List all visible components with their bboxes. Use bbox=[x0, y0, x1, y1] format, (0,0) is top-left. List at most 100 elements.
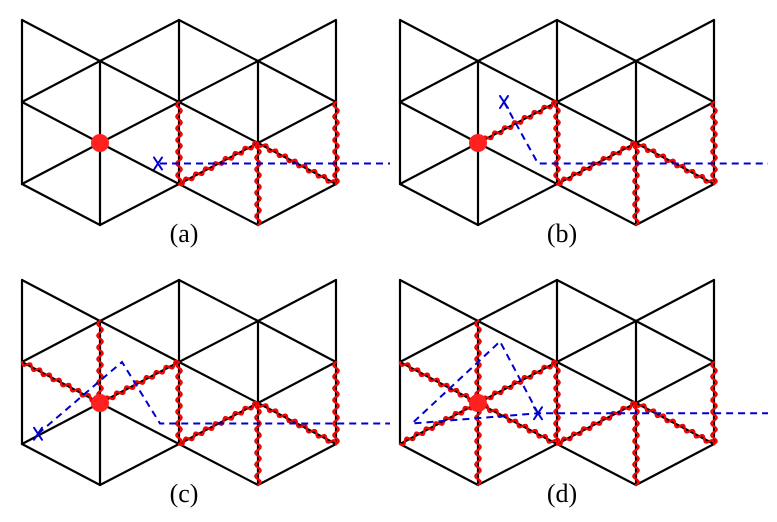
panel-a: (a) bbox=[20, 18, 390, 248]
lattice-edge bbox=[398, 100, 480, 145]
lattice-edge bbox=[256, 442, 338, 487]
lattice-edge bbox=[177, 360, 260, 405]
lattice-edge bbox=[634, 100, 716, 145]
wavy-string bbox=[553, 360, 561, 446]
wavy-strings-d bbox=[398, 319, 718, 487]
lattice-edge bbox=[20, 278, 102, 323]
lattice-edge bbox=[20, 141, 102, 186]
wavy-string bbox=[398, 360, 480, 405]
lattice-edge bbox=[98, 141, 181, 186]
markers-b bbox=[469, 95, 509, 152]
lattice-edge bbox=[634, 18, 716, 63]
wavy-string bbox=[476, 99, 559, 146]
lattice-edge bbox=[256, 59, 338, 104]
lattice-edge bbox=[634, 360, 716, 405]
wavy-string bbox=[398, 400, 480, 447]
lattice-edge bbox=[634, 319, 716, 364]
lattice-edge bbox=[256, 360, 338, 405]
wavy-string bbox=[632, 401, 640, 487]
lattice-edge bbox=[634, 59, 716, 104]
lattice-edge bbox=[555, 59, 638, 104]
lattice-edge bbox=[256, 319, 338, 364]
triangular-lattice-d bbox=[398, 278, 716, 487]
lattice-edge bbox=[177, 442, 260, 487]
triangular-lattice-c bbox=[20, 278, 338, 487]
wavy-string bbox=[332, 360, 340, 446]
lattice-edge bbox=[634, 182, 716, 227]
wavy-string bbox=[175, 360, 183, 446]
lattice-edge bbox=[555, 18, 638, 63]
lattice-edge bbox=[555, 360, 638, 405]
panel-b: (b) bbox=[398, 18, 768, 248]
panel-label-d: (d) bbox=[547, 479, 577, 508]
panel-label-c: (c) bbox=[170, 479, 199, 508]
markers-a bbox=[91, 134, 163, 171]
lattice-edge bbox=[476, 442, 559, 487]
lattice-edge bbox=[476, 18, 559, 63]
lattice-edge bbox=[555, 442, 638, 487]
lattice-edge bbox=[256, 100, 338, 145]
lattice-edge bbox=[177, 100, 260, 145]
lattice-edge bbox=[398, 141, 480, 186]
wavy-string bbox=[476, 359, 559, 406]
wavy-string bbox=[96, 319, 104, 405]
lattice-edge bbox=[98, 59, 181, 104]
wavy-string bbox=[20, 360, 102, 405]
lattice-edge bbox=[98, 100, 181, 145]
lattice-edge bbox=[476, 141, 559, 186]
panel-d: (d) bbox=[398, 278, 768, 508]
lattice-edge bbox=[177, 278, 260, 323]
markers-d bbox=[469, 394, 543, 421]
lattice-edge bbox=[177, 59, 260, 104]
defect-dot bbox=[91, 394, 109, 412]
wavy-string bbox=[476, 401, 559, 446]
wavy-string bbox=[256, 401, 338, 446]
x-marker bbox=[33, 426, 43, 441]
lattice-edge bbox=[555, 100, 638, 145]
wavy-string bbox=[175, 100, 183, 186]
wavy-string bbox=[710, 360, 718, 446]
wavy-string bbox=[553, 100, 561, 186]
lattice-edge bbox=[476, 182, 559, 227]
wavy-string bbox=[555, 400, 638, 447]
x-marker bbox=[499, 95, 509, 109]
lattice-edge bbox=[98, 401, 181, 446]
lattice-edge bbox=[555, 182, 638, 227]
lattice-edge bbox=[256, 18, 338, 63]
lattice-edge bbox=[98, 442, 181, 487]
defect-dot bbox=[469, 134, 487, 152]
x-marker bbox=[153, 156, 163, 171]
lattice-edge bbox=[20, 100, 102, 145]
lattice-edge bbox=[98, 278, 181, 323]
dashed-path-c bbox=[37, 360, 390, 435]
lattice-edge bbox=[20, 442, 102, 487]
lattice-edge bbox=[20, 401, 102, 446]
lattice-edge bbox=[256, 278, 338, 323]
lattice-edge bbox=[20, 59, 102, 104]
defect-dot bbox=[91, 134, 109, 152]
triangular-lattice-a bbox=[20, 18, 338, 227]
wavy-string bbox=[555, 140, 638, 187]
lattice-edge bbox=[398, 182, 480, 227]
lattice-edge bbox=[398, 442, 480, 487]
lattice-edge bbox=[398, 319, 480, 364]
lattice-edge bbox=[98, 182, 181, 227]
triangular-lattice-b bbox=[398, 18, 716, 227]
dashed-loop bbox=[409, 339, 768, 425]
x-marker bbox=[533, 406, 543, 421]
dashed-path-d bbox=[409, 339, 768, 425]
lattice-edge bbox=[98, 18, 181, 63]
wavy-string bbox=[254, 401, 262, 487]
lattice-edge bbox=[177, 182, 260, 227]
wavy-strings-a bbox=[175, 100, 340, 227]
lattice-edge bbox=[476, 278, 559, 323]
wavy-string bbox=[474, 401, 482, 487]
dashed-loop bbox=[37, 360, 390, 435]
wavy-string bbox=[634, 401, 716, 446]
lattice-edge bbox=[398, 59, 480, 104]
lattice-edge bbox=[634, 442, 716, 487]
markers-c bbox=[33, 394, 109, 441]
wavy-string bbox=[254, 141, 262, 227]
lattice-edge bbox=[398, 278, 480, 323]
